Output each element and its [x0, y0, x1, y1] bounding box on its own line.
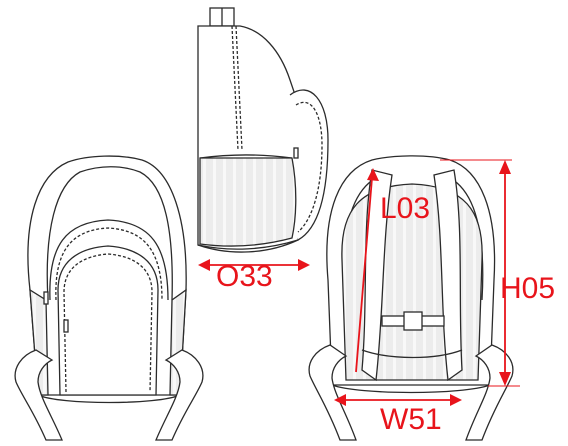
depth-label: O33 [216, 260, 273, 293]
height-arrow-top [499, 160, 511, 174]
length-arrow-top [367, 168, 379, 181]
depth-arrow-left [198, 259, 210, 271]
height-label: H05 [500, 272, 556, 305]
front-view [14, 155, 204, 441]
depth-arrow-right [298, 259, 310, 271]
length-dimension-line [355, 177, 373, 373]
dimension-lines [198, 159, 520, 406]
width-label: W51 [380, 403, 442, 436]
length-label: L03 [380, 192, 431, 225]
width-arrow-right [450, 394, 462, 406]
width-arrow-left [334, 394, 346, 406]
height-arrow-bottom [499, 372, 511, 386]
side-view [197, 7, 329, 253]
